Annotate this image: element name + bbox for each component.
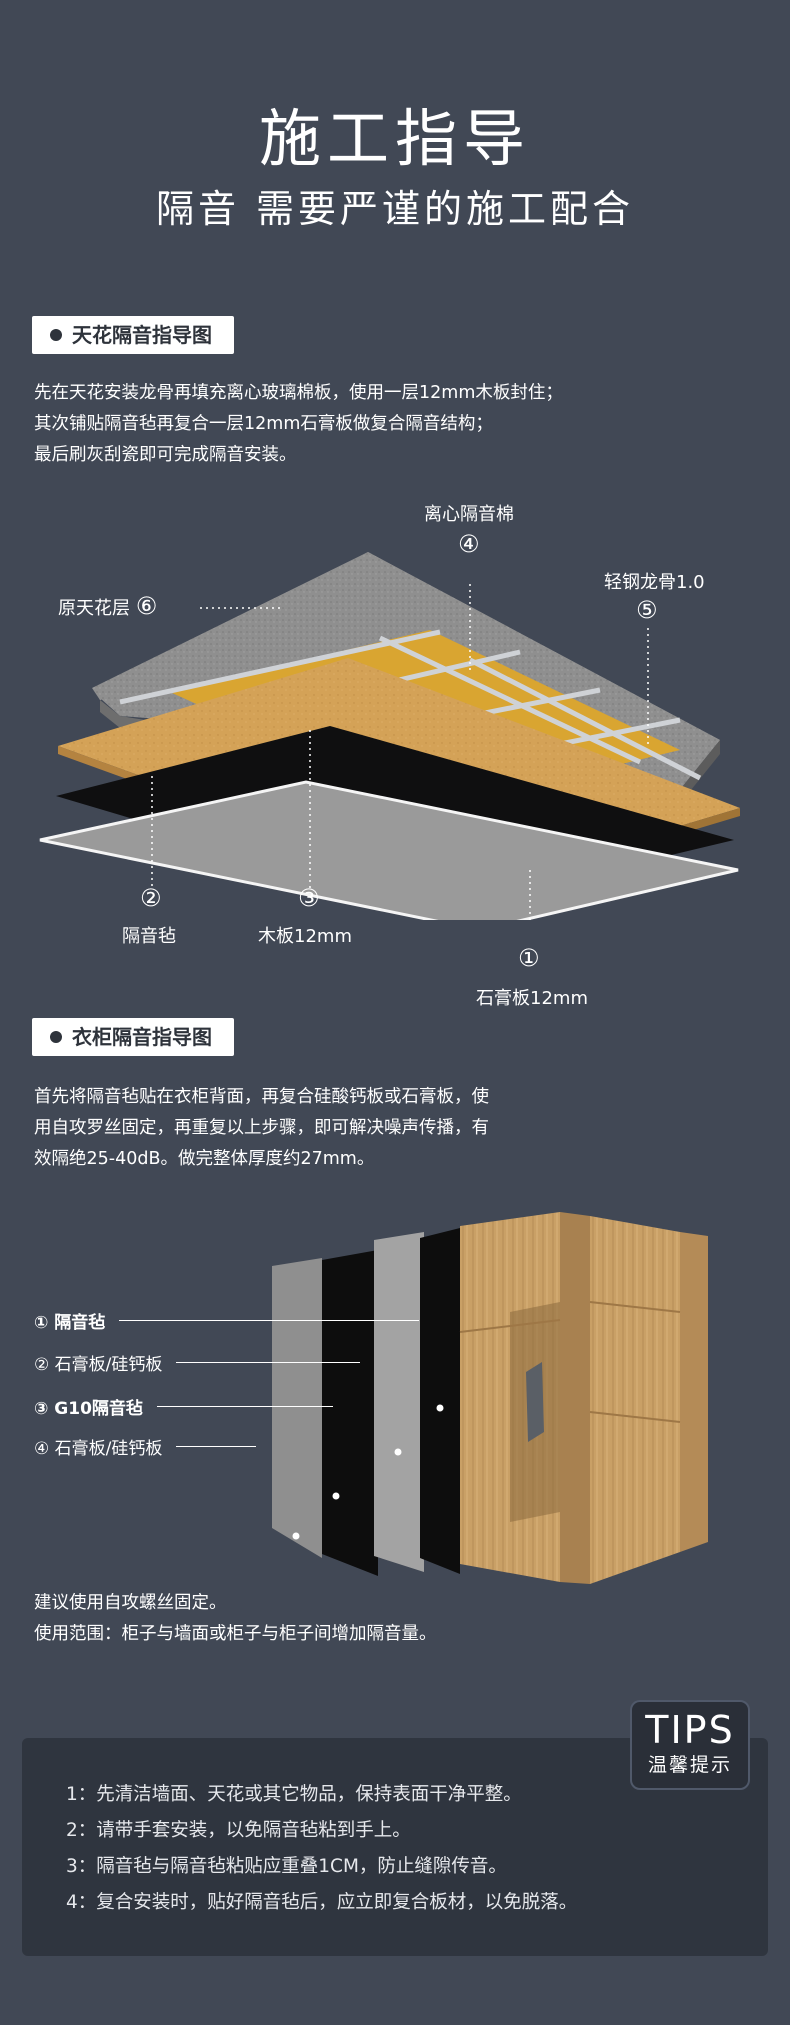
paragraph-line: 最后刷灰刮瓷即可完成隔音安装。	[34, 445, 297, 465]
wardrobe-panel-felt-1	[420, 1228, 460, 1574]
paragraph-line: 其次铺贴隔音毡再复合一层12mm石膏板做复合隔音结构；	[34, 414, 493, 434]
label-original-ceiling: 原天花层 ⑥	[58, 592, 158, 620]
wardrobe-layer-label-3: ③ G10隔音毡	[34, 1394, 333, 1419]
marker-dot-1	[436, 1404, 444, 1412]
wardrobe-paragraph: 首先将隔音毡贴在衣柜背面，再复合硅酸钙板或石膏板，使 用自攻罗丝固定，再重复以上…	[34, 1082, 764, 1175]
paragraph-line: 效隔绝25-40dB。做完整体厚度约27mm。	[34, 1149, 375, 1169]
tips-badge-cn: 温馨提示	[647, 1754, 732, 1776]
note-line: 建议使用自攻螺丝固定。	[34, 1593, 227, 1613]
label-wood-num: ③	[298, 884, 320, 912]
label-gypsum-board: 石膏板12mm	[476, 988, 588, 1009]
wardrobe-layer-label-4: ④ 石膏板/硅钙板	[34, 1434, 257, 1459]
label-felt: 隔音毡	[122, 926, 176, 947]
tip-item: 2：请带手套安装，以免隔音毡粘到手上。	[66, 1820, 411, 1841]
label-wood-board: 木板12mm	[258, 926, 352, 947]
page-subtitle: 隔音 需要严谨的施工配合	[155, 187, 635, 231]
ceiling-diagram	[39, 552, 740, 920]
paragraph-line: 先在天花安装龙骨再填充离心玻璃棉板，使用一层12mm木板封住；	[34, 383, 563, 403]
tips-badge-en: TIPS	[645, 1708, 735, 1752]
bullet-dot-icon	[50, 1031, 62, 1043]
section-tag-wardrobe: 衣柜隔音指导图	[32, 1018, 234, 1056]
label-insulation-num: ④	[458, 530, 480, 558]
wardrobe-panel-gypsum-2	[374, 1232, 424, 1572]
section-tag-label: 衣柜隔音指导图	[72, 1025, 212, 1049]
label-steel-keel-num: ⑤	[636, 596, 658, 624]
label-gypsum-num: ①	[518, 944, 540, 972]
paragraph-line: 首先将隔音毡贴在衣柜背面，再复合硅酸钙板或石膏板，使	[34, 1087, 489, 1107]
marker-dot-3	[332, 1492, 340, 1500]
label-felt-num: ②	[140, 884, 162, 912]
label-steel-keel: 轻钢龙骨1.0	[604, 572, 705, 593]
wardrobe-diagram	[272, 1212, 708, 1584]
wardrobe-cabinet	[459, 1212, 708, 1584]
bullet-dot-icon	[50, 329, 62, 341]
wardrobe-note: 建议使用自攻螺丝固定。 使用范围：柜子与墙面或柜子与柜子间增加隔音量。	[34, 1588, 764, 1650]
paragraph-line: 用自攻罗丝固定，再重复以上步骤，即可解决噪声传播，有	[34, 1118, 489, 1138]
wardrobe-layer-label-2: ② 石膏板/硅钙板	[34, 1350, 361, 1375]
gypsum-layer	[39, 780, 739, 920]
label-insulation-cotton: 离心隔音棉	[424, 504, 514, 525]
marker-dot-4	[292, 1532, 300, 1540]
note-line: 使用范围：柜子与墙面或柜子与柜子间增加隔音量。	[34, 1624, 437, 1644]
marker-dot-2	[394, 1448, 402, 1456]
ceiling-paragraph: 先在天花安装龙骨再填充离心玻璃棉板，使用一层12mm木板封住； 其次铺贴隔音毡再…	[34, 378, 764, 471]
wardrobe-layer-label-1: ① 隔音毡	[34, 1308, 420, 1333]
section-tag-ceiling: 天花隔音指导图	[32, 316, 234, 354]
page-title: 施工指导	[258, 102, 531, 175]
tip-item: 4：复合安装时，贴好隔音毡后，应立即复合板材，以免脱落。	[66, 1892, 578, 1913]
section-tag-label: 天花隔音指导图	[72, 323, 212, 347]
tip-item: 3：隔音毡与隔音毡粘贴应重叠1CM，防止缝隙传音。	[66, 1856, 507, 1877]
tip-item: 1：先清洁墙面、天花或其它物品，保持表面干净平整。	[66, 1784, 522, 1805]
wardrobe-panel-gypsum-4	[272, 1258, 322, 1558]
tips-badge: TIPS 温馨提示	[630, 1700, 750, 1790]
